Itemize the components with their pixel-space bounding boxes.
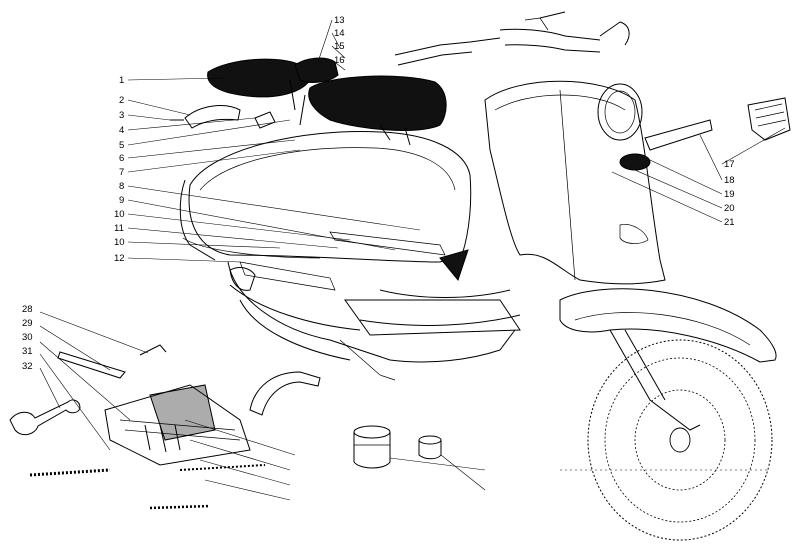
callout-19: 19 bbox=[724, 189, 735, 200]
callout-16: 16 bbox=[334, 55, 345, 66]
callout-13: 13 bbox=[334, 15, 345, 26]
callout-14: 14 bbox=[334, 28, 345, 39]
front-wheel bbox=[560, 339, 773, 541]
trim-flare bbox=[439, 249, 469, 282]
callout-15: 15 bbox=[334, 41, 345, 52]
callout-7: 7 bbox=[119, 167, 124, 178]
callout-12: 12 bbox=[114, 253, 125, 264]
callout-29: 29 bbox=[22, 318, 33, 329]
number-plate bbox=[747, 97, 791, 141]
callout-5: 5 bbox=[119, 140, 124, 151]
callout-10-upper: 10 bbox=[114, 209, 125, 220]
grease-tin-small bbox=[418, 435, 442, 460]
callout-18: 18 bbox=[724, 175, 735, 186]
tool-kit bbox=[9, 344, 321, 510]
callout-21: 21 bbox=[724, 217, 735, 228]
grab-handle bbox=[184, 105, 241, 129]
callout-9: 9 bbox=[119, 195, 124, 206]
callout-3: 3 bbox=[119, 110, 124, 121]
trim-strip-lower bbox=[239, 261, 336, 291]
seat-assembly bbox=[207, 57, 447, 146]
model-script-badge bbox=[644, 119, 713, 151]
callout-30: 30 bbox=[22, 332, 33, 343]
callout-labels: 1 2 3 4 5 6 7 8 9 10 11 10 12 13 14 15 1… bbox=[22, 15, 735, 372]
trim-strip-upper bbox=[329, 231, 446, 256]
leader-lines bbox=[39, 19, 786, 501]
bracket bbox=[254, 111, 276, 129]
callout-8: 8 bbox=[119, 181, 124, 192]
callout-32: 32 bbox=[22, 361, 33, 372]
callout-10-lower: 10 bbox=[114, 237, 125, 248]
callout-6: 6 bbox=[119, 153, 124, 164]
callout-31: 31 bbox=[22, 346, 33, 357]
scooter-body bbox=[179, 11, 777, 431]
callout-1: 1 bbox=[119, 75, 124, 86]
callout-20: 20 bbox=[724, 203, 735, 214]
emblem-badge bbox=[619, 153, 651, 171]
callout-28: 28 bbox=[22, 304, 33, 315]
grease-tin-large bbox=[353, 425, 391, 469]
callout-17: 17 bbox=[724, 159, 735, 170]
callout-4: 4 bbox=[119, 125, 124, 136]
callout-11: 11 bbox=[114, 223, 124, 234]
callout-2: 2 bbox=[119, 95, 124, 106]
